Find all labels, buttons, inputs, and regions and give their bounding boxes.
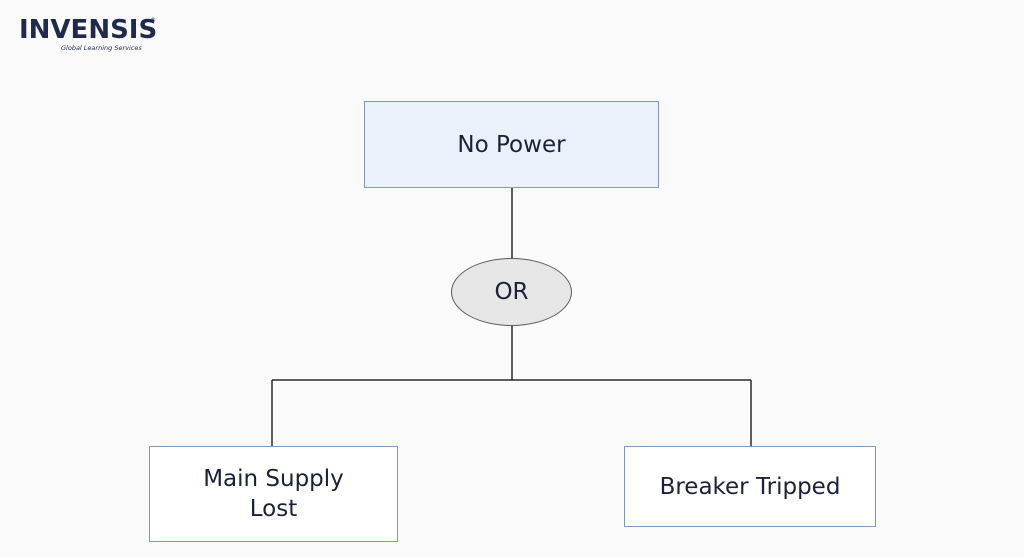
event-box-breaker-tripped: Breaker Tripped (624, 446, 876, 527)
or-gate: OR (451, 258, 572, 326)
event-box-main-supply-lost: Main Supply Lost (149, 446, 398, 542)
event-label-breaker-tripped: Breaker Tripped (659, 473, 841, 500)
logo-tagline: Global Learning Services (61, 44, 142, 52)
or-gate-label: OR (494, 279, 529, 305)
event-label-line-1: Main Supply (203, 466, 344, 492)
event-label-line-2: Lost (249, 496, 298, 522)
logo-wordmark: INVENSIS (19, 15, 158, 45)
invensis-logo: INVENSIS ® Global Learning Services (19, 14, 169, 56)
logo-registered-mark: ® (150, 17, 156, 24)
top-event-label: No Power (457, 131, 566, 158)
top-event-box: No Power (364, 101, 659, 188)
